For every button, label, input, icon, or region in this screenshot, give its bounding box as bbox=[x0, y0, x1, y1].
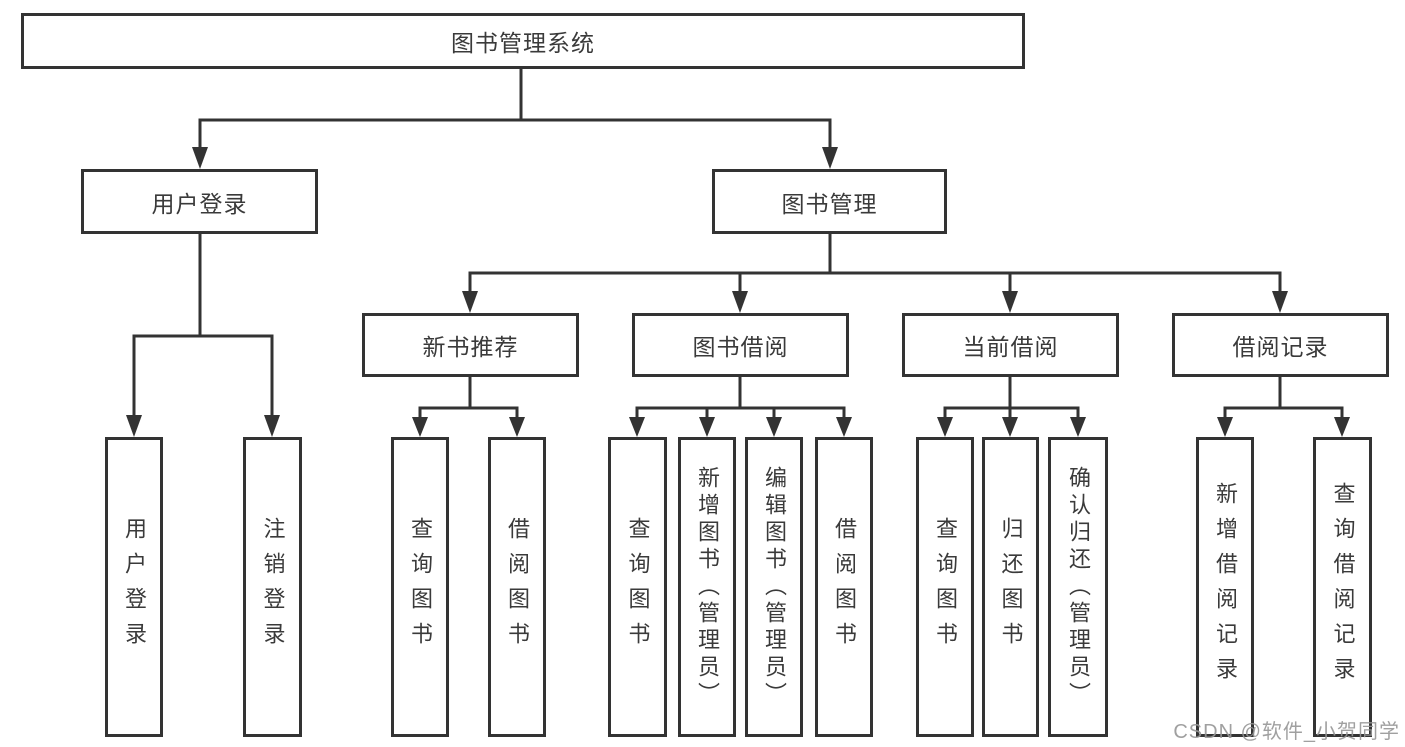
connector-new-book-recommend bbox=[412, 376, 525, 437]
leaf-borrow-books-label: 借阅图书 bbox=[832, 517, 857, 657]
connector-user-login bbox=[126, 233, 280, 437]
leaf-current-query-books-label: 查询图书 bbox=[933, 517, 958, 657]
leaf-borrow-books: 借阅图书 bbox=[815, 437, 873, 737]
node-book-borrow: 图书借阅 bbox=[632, 313, 849, 377]
leaf-edit-books-admin-label: 编辑图书（管理员） bbox=[762, 465, 787, 709]
leaf-borrow-query-books: 查询图书 bbox=[608, 437, 667, 737]
node-user-login-label: 用户登录 bbox=[151, 190, 248, 217]
leaf-borrow-query-books-label: 查询图书 bbox=[625, 517, 651, 657]
leaf-add-borrow-record-label: 新增借阅记录 bbox=[1213, 482, 1238, 692]
leaf-add-borrow-record: 新增借阅记录 bbox=[1196, 437, 1254, 737]
leaf-edit-books-admin: 编辑图书（管理员） bbox=[745, 437, 803, 737]
leaf-recommend-borrow-books-label: 借阅图书 bbox=[505, 517, 530, 657]
node-user-login: 用户登录 bbox=[81, 169, 318, 234]
node-root: 图书管理系统 bbox=[21, 13, 1025, 69]
leaf-confirm-return-admin: 确认归还（管理员） bbox=[1048, 437, 1108, 737]
leaf-add-books-admin: 新增图书（管理员） bbox=[678, 437, 736, 737]
connector-book-management bbox=[462, 233, 1288, 313]
leaf-return-books: 归还图书 bbox=[982, 437, 1039, 737]
node-current-borrow: 当前借阅 bbox=[902, 313, 1119, 377]
node-new-book-recommend: 新书推荐 bbox=[362, 313, 579, 377]
leaf-logout-label: 注销登录 bbox=[260, 517, 286, 657]
leaf-recommend-borrow-books: 借阅图书 bbox=[488, 437, 546, 737]
connector-borrow-records bbox=[1217, 376, 1350, 437]
leaf-user-login-label: 用户登录 bbox=[122, 517, 147, 657]
node-borrow-records: 借阅记录 bbox=[1172, 313, 1389, 377]
node-borrow-records-label: 借阅记录 bbox=[1232, 334, 1329, 360]
connector-current-borrow bbox=[937, 376, 1086, 437]
node-new-book-recommend-label: 新书推荐 bbox=[422, 334, 519, 360]
node-current-borrow-label: 当前借阅 bbox=[962, 334, 1059, 360]
node-book-management-label: 图书管理 bbox=[781, 190, 878, 217]
leaf-confirm-return-admin-label: 确认归还（管理员） bbox=[1066, 465, 1091, 709]
node-book-borrow-label: 图书借阅 bbox=[692, 334, 789, 360]
csdn-watermark: CSDN @软件_小贺同学 bbox=[1173, 721, 1400, 743]
node-book-management: 图书管理 bbox=[712, 169, 947, 234]
leaf-return-books-label: 归还图书 bbox=[998, 517, 1024, 657]
leaf-current-query-books: 查询图书 bbox=[916, 437, 974, 737]
leaf-user-login: 用户登录 bbox=[105, 437, 163, 737]
node-root-label: 图书管理系统 bbox=[451, 30, 595, 56]
leaf-query-borrow-record-label: 查询借阅记录 bbox=[1330, 482, 1356, 692]
leaf-query-borrow-record: 查询借阅记录 bbox=[1313, 437, 1372, 737]
connector-root bbox=[192, 68, 838, 169]
leaf-recommend-query-books-label: 查询图书 bbox=[408, 517, 433, 657]
leaf-recommend-query-books: 查询图书 bbox=[391, 437, 449, 737]
leaf-logout: 注销登录 bbox=[243, 437, 302, 737]
leaf-add-books-admin-label: 新增图书（管理员） bbox=[695, 465, 720, 709]
connector-book-borrow bbox=[629, 376, 852, 437]
